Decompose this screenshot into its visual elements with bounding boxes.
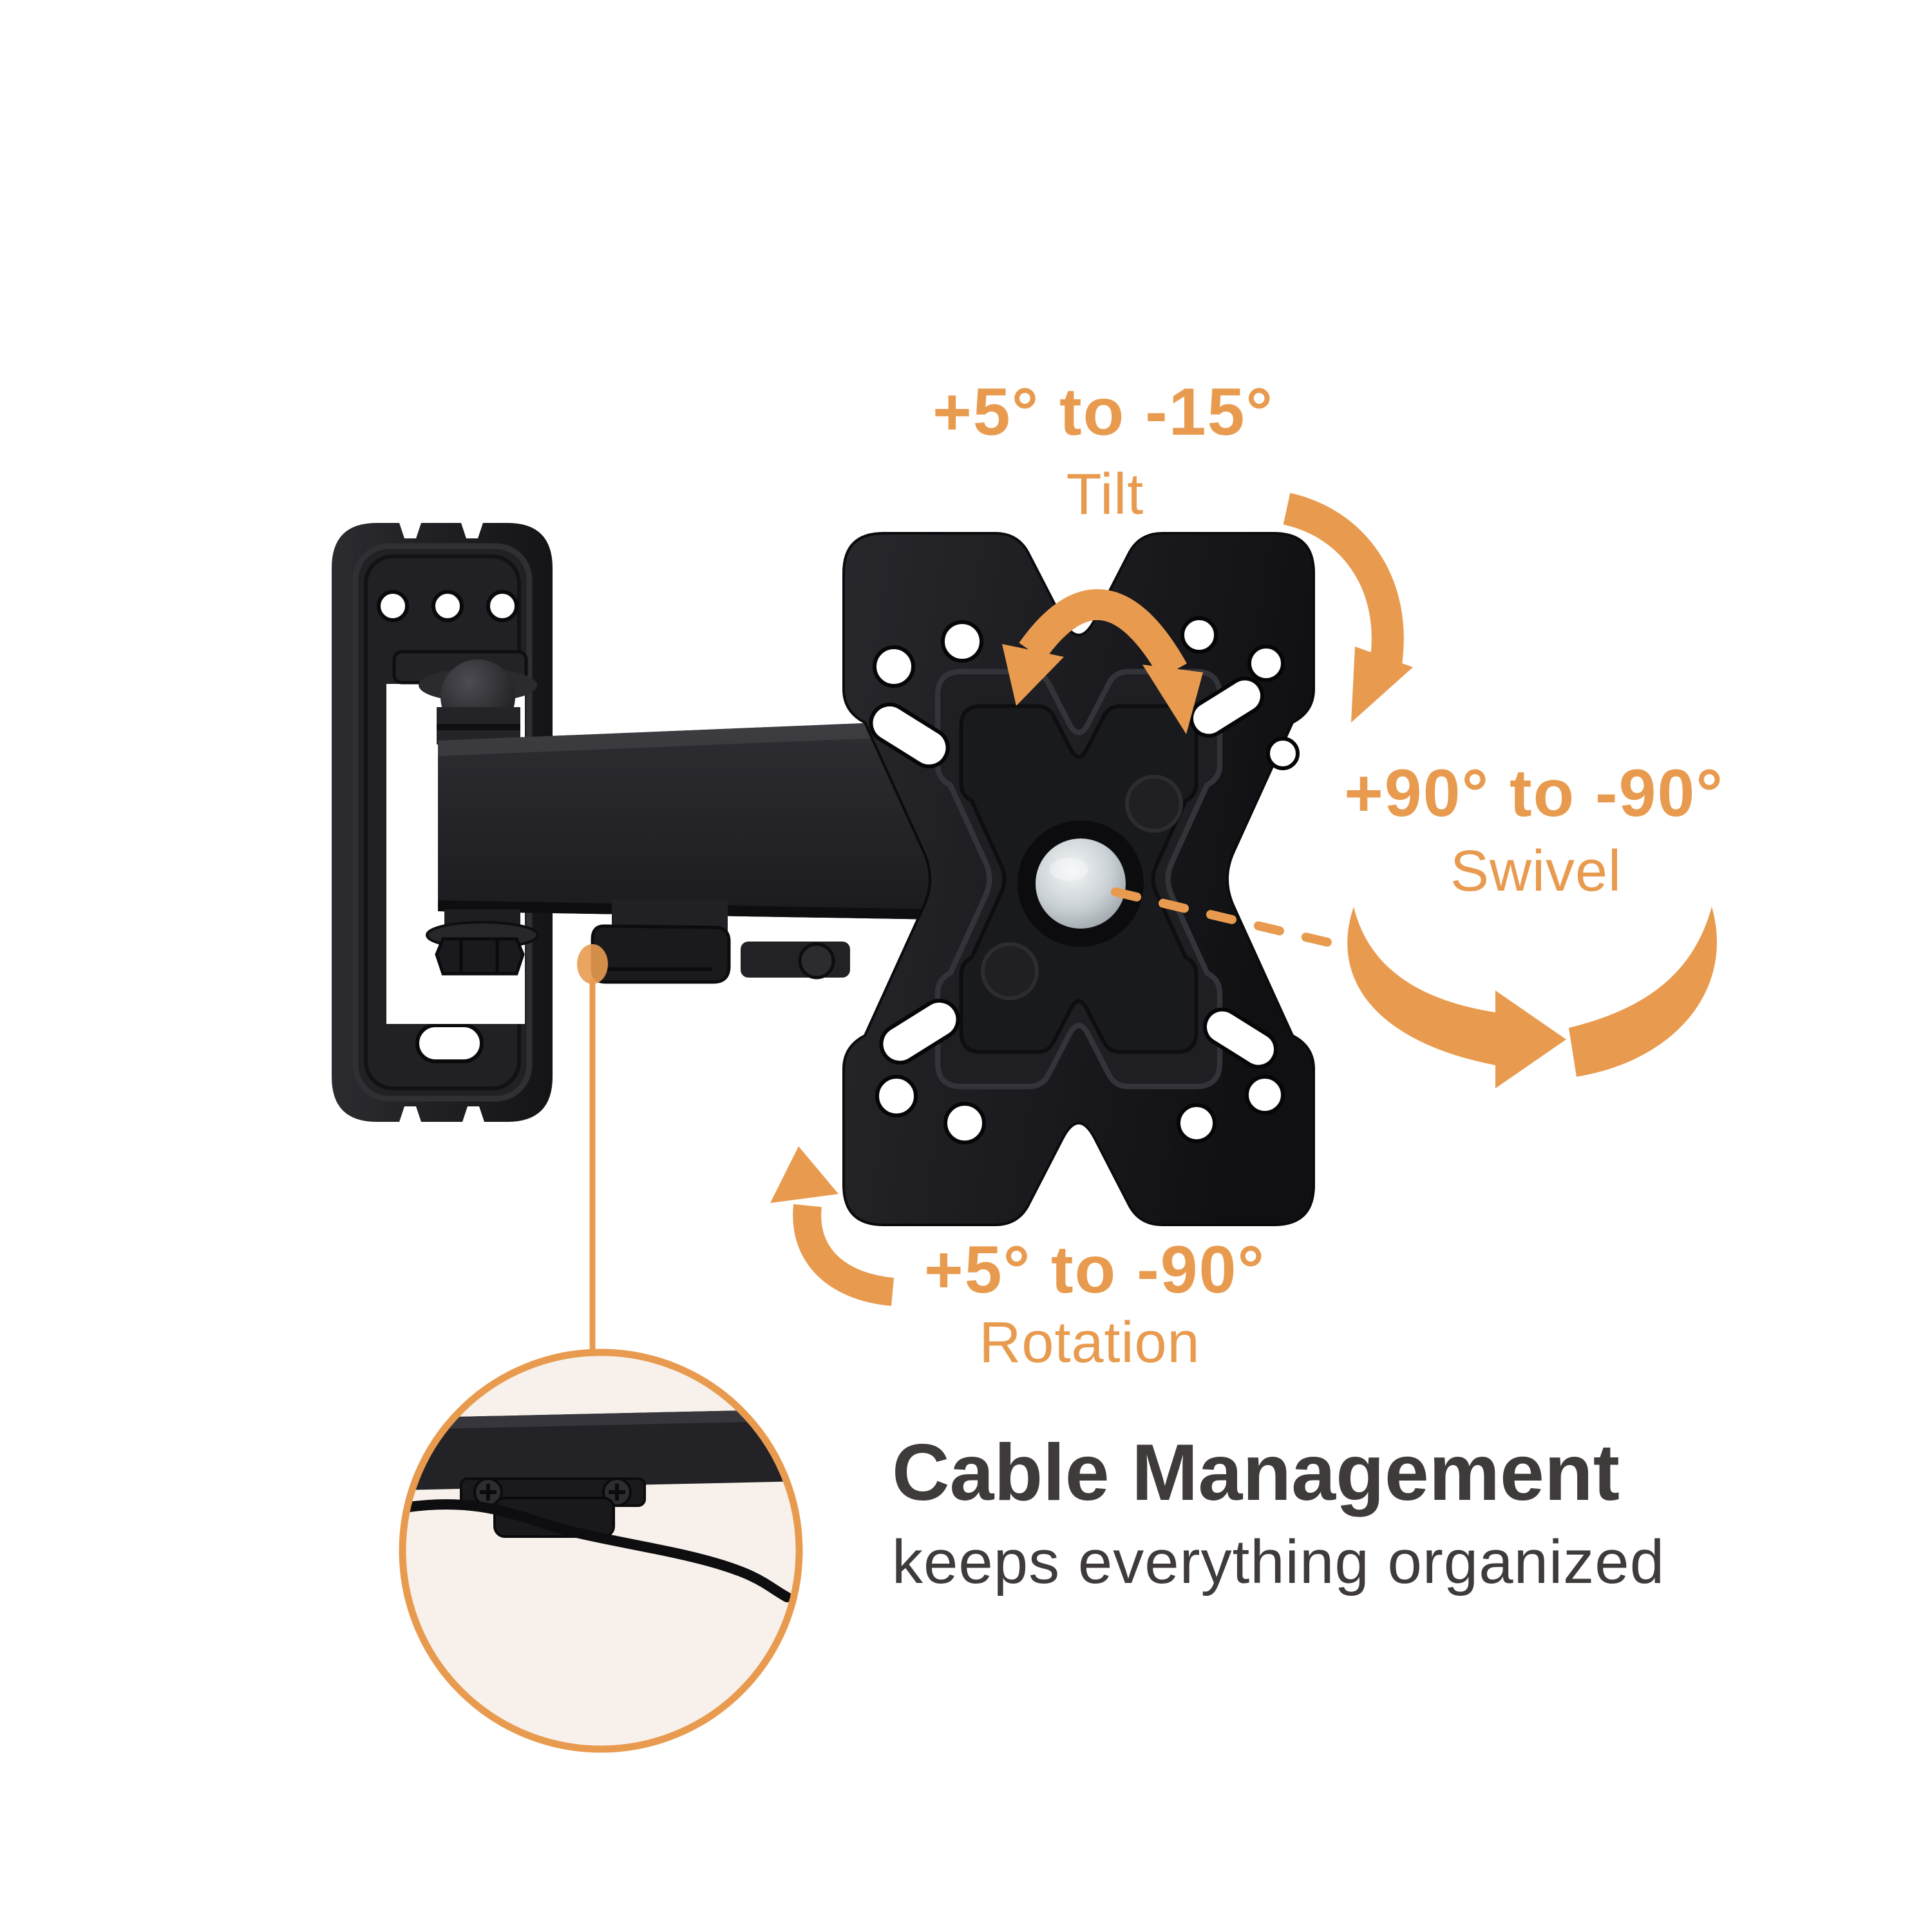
tilt-arc-arrow-icon (1002, 589, 1203, 734)
arm-plate-junction (741, 942, 850, 980)
cable-management-title: Cable Management (892, 1428, 1620, 1517)
cable (406, 1499, 792, 1602)
callout-dot (577, 944, 608, 984)
cable-management-subtitle: keeps everything organized (892, 1528, 1665, 1596)
swivel-axis-dashed-line (1111, 887, 1345, 950)
tilt-label-text: Tilt (1066, 462, 1144, 527)
swivel-range-text: +90° to -90° (1344, 756, 1724, 831)
vesa-plate (842, 532, 1315, 1226)
center-bolt (1018, 820, 1144, 947)
rotation-arrow-icon (770, 1146, 895, 1306)
swivel-arrow-icon (1347, 907, 1718, 1088)
magnifier-circle (399, 1349, 803, 1753)
magnified-cable-clip-view (406, 1409, 796, 1602)
mounting-arm (438, 720, 942, 920)
rotation-range-text: +5° to -90° (923, 1233, 1266, 1307)
swivel-label-text: Swivel (1450, 839, 1622, 904)
tilt-curve-arrow-icon (1283, 493, 1413, 723)
rotation-label-text: Rotation (979, 1311, 1200, 1375)
tilt-range-text: +5° to -15° (932, 375, 1274, 450)
hinge-lower-nut (426, 909, 539, 976)
cable-clip (591, 899, 731, 984)
